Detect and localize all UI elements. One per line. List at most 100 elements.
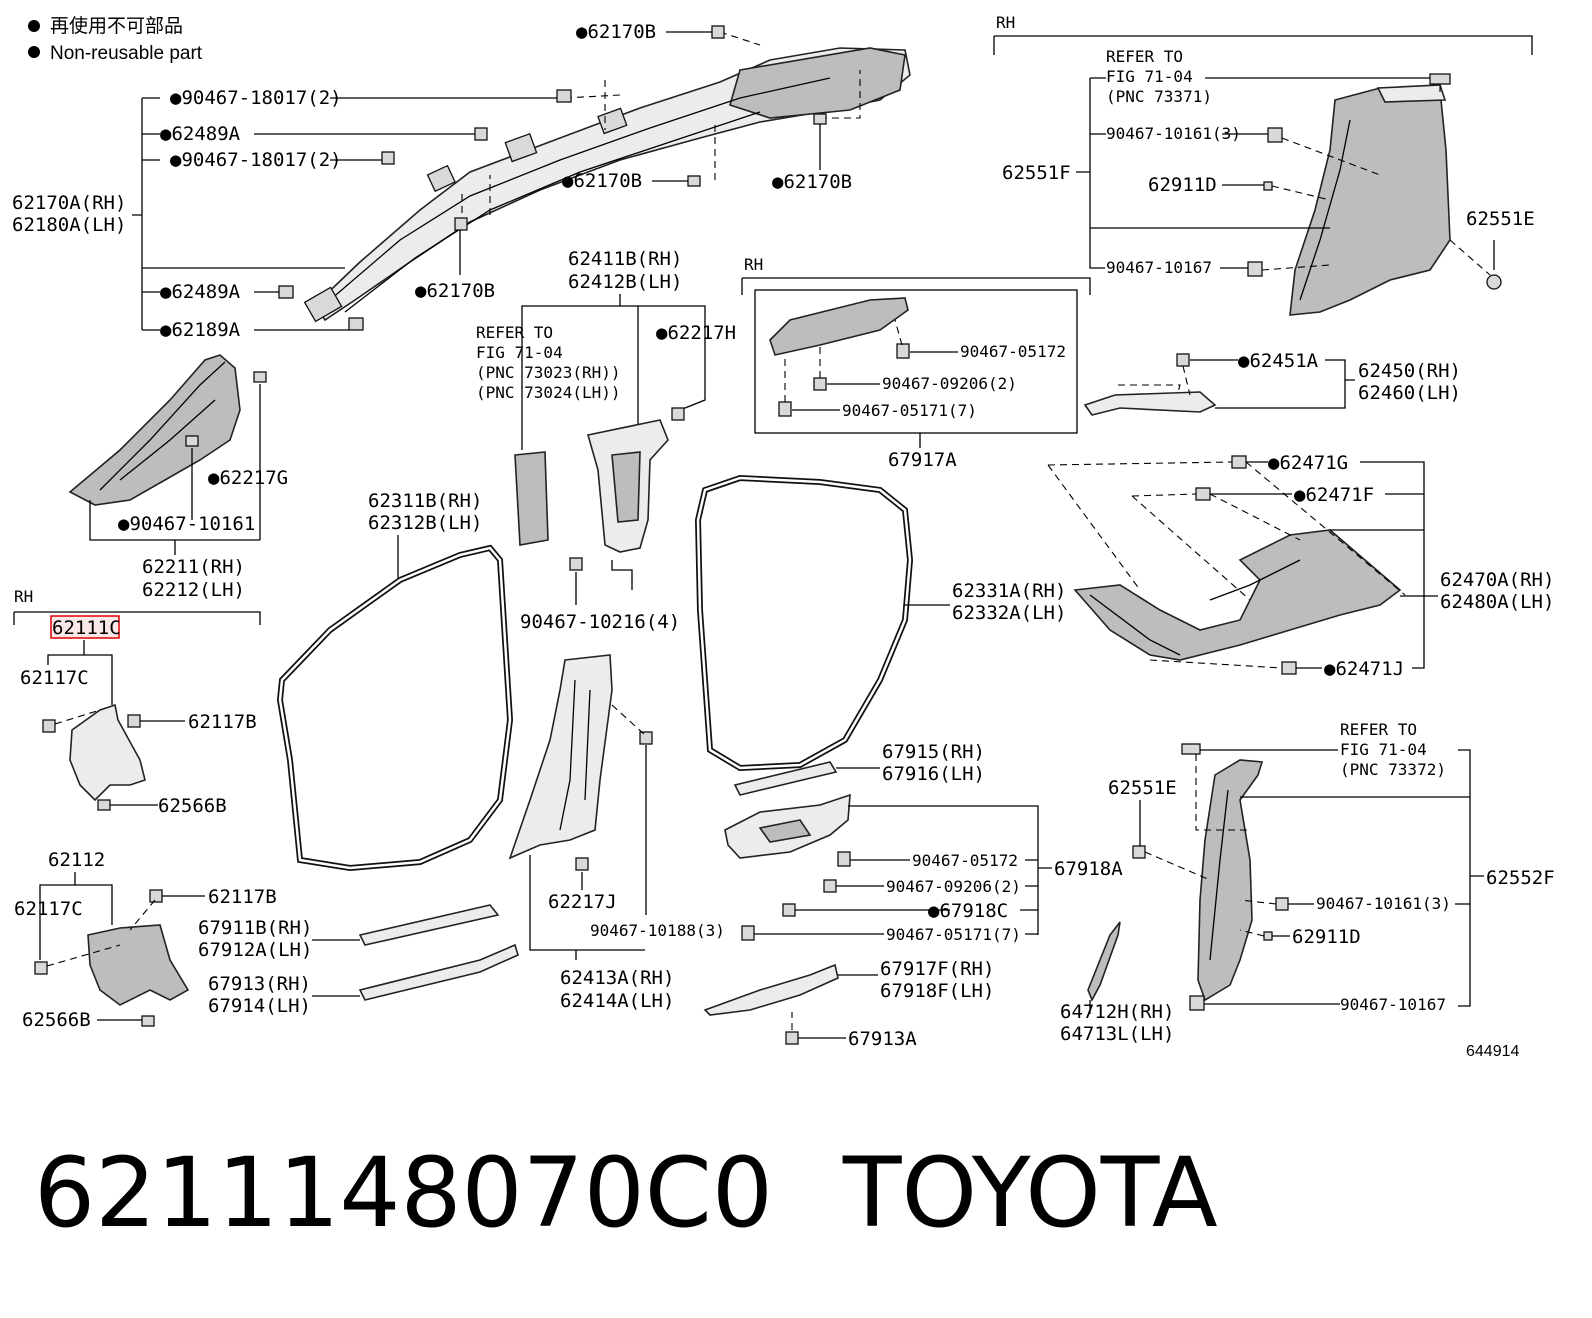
label-62170B-mid: ●62170B [562, 170, 642, 192]
label-90467-10161-a: ●90467-10161 [118, 513, 255, 535]
rail-bracket [426, 164, 456, 193]
clip [1267, 127, 1283, 143]
label-62411B: 62411B(RH) [568, 248, 682, 270]
bracket-62112 [39, 872, 113, 960]
quarter-edge [1299, 119, 1351, 301]
section-rh-2: RH [744, 255, 763, 274]
clip [823, 879, 837, 893]
roof-rail-line2 [344, 111, 761, 313]
clip [569, 557, 583, 571]
clip [813, 377, 827, 391]
bracket-62170A [132, 97, 345, 331]
clip [127, 714, 141, 728]
label-67915: 67915(RH) [882, 741, 985, 763]
bracket-62111C [47, 640, 113, 705]
clip [1275, 897, 1289, 911]
label-62471G: ●62471G [1268, 452, 1348, 474]
clip [782, 903, 796, 917]
label-90467-09206-b: 90467-09206(2) [886, 877, 1021, 896]
label-62111C: 62111C [52, 617, 121, 639]
bracket-62413A [529, 745, 647, 960]
label-62117C-a: 62117C [20, 667, 89, 689]
label-62552F: 62552F [1486, 867, 1555, 889]
label-67918C: ●67918C [928, 900, 1008, 922]
label-67914: 67914(LH) [208, 995, 311, 1017]
label-67911B: 67911B(RH) [198, 917, 312, 939]
label-62217H: ●62217H [656, 322, 736, 344]
label-62170B-right: ●62170B [772, 171, 852, 193]
refer3-line3: (PNC 73372) [1340, 760, 1446, 779]
center-pillar-lower [508, 654, 613, 860]
label-62489A-a: ●62489A [160, 123, 241, 145]
label-62311B: 62311B(RH) [368, 490, 482, 512]
refer1-line1: REFER TO [1106, 47, 1183, 66]
scuff-plate-67915 [733, 761, 838, 796]
label-67918F: 67918F(LH) [880, 980, 994, 1002]
label-62911D-a: 62911D [1148, 174, 1217, 196]
clip [639, 731, 653, 745]
clip [1195, 487, 1211, 501]
clip [1176, 353, 1190, 367]
rail-clips [278, 25, 827, 331]
dash [1144, 754, 1277, 937]
clip [1263, 931, 1273, 941]
refer2-line2: FIG 71-04 [476, 343, 563, 362]
rail-bracket [504, 132, 538, 163]
clip [97, 799, 111, 811]
label-62180A: 62180A(LH) [12, 214, 126, 236]
label-90467-18017-b: ●90467-18017(2) [170, 149, 342, 171]
refer2-line1: REFER TO [476, 323, 553, 342]
label-62117B-b: 62117B [208, 886, 277, 908]
a-pillar-edge [119, 399, 216, 481]
leader [792, 351, 958, 411]
refer3-line1: REFER TO [1340, 720, 1417, 739]
center-pillar-slot [611, 451, 641, 523]
label-62471J: ●62471J [1324, 658, 1404, 680]
rear-step-pad [758, 819, 812, 843]
label-62450: 62450(RH) [1358, 360, 1461, 382]
part-64712H [1087, 921, 1121, 1002]
rail-bracket [303, 286, 343, 323]
label-62551E-a: 62551E [1466, 208, 1535, 230]
label-62211: 62211(RH) [142, 556, 245, 578]
section-rh-1: RH [14, 587, 33, 606]
footer-brand: TOYOTA [842, 1137, 1218, 1249]
refer3-line2: FIG 71-04 [1340, 740, 1427, 759]
bracket-62211 [89, 384, 261, 555]
clip [1429, 73, 1451, 85]
section-rh-3: RH [996, 13, 1015, 32]
label-90467-18017-a: ●90467-18017(2) [170, 87, 342, 109]
deck-trim-part [1073, 529, 1402, 661]
clip [1263, 181, 1273, 191]
label-62331A: 62331A(RH) [952, 580, 1066, 602]
clip [671, 407, 685, 421]
box-67917A [754, 289, 1078, 434]
label-62489A-b: ●62489A [160, 281, 241, 303]
footer-part-number: 6211148070C0 [34, 1137, 773, 1249]
label-67916: 67916(LH) [882, 763, 985, 785]
rh-bracket-3 [993, 35, 1533, 55]
label-62117C-b: 62117C [14, 898, 83, 920]
label-62414A: 62414A(LH) [560, 990, 674, 1012]
rail-bracket [597, 107, 628, 135]
figure-number: 644914 [1466, 1043, 1519, 1060]
cowl-side-part-a [69, 703, 146, 802]
label-67913: 67913(RH) [208, 973, 311, 995]
leader-dashes [461, 31, 861, 225]
clip [1181, 743, 1201, 755]
bracket-62450 [1190, 359, 1355, 409]
legend-en: Non-reusable part [50, 43, 203, 64]
roof-rail-assembly [303, 47, 911, 323]
label-62480A: 62480A(LH) [1440, 591, 1554, 613]
label-62551F: 62551F [1002, 162, 1071, 184]
dash [611, 704, 646, 736]
label-90467-10161-b: 90467-10161(3) [1106, 124, 1241, 143]
clip [1132, 845, 1146, 859]
dash [54, 709, 101, 725]
bracket-62551F [1076, 77, 1495, 270]
refer1-line3: (PNC 73371) [1106, 87, 1212, 106]
deck-trim-edge [1089, 559, 1301, 656]
clip [185, 435, 199, 447]
label-67917F: 67917F(RH) [880, 958, 994, 980]
dash [1047, 461, 1406, 669]
